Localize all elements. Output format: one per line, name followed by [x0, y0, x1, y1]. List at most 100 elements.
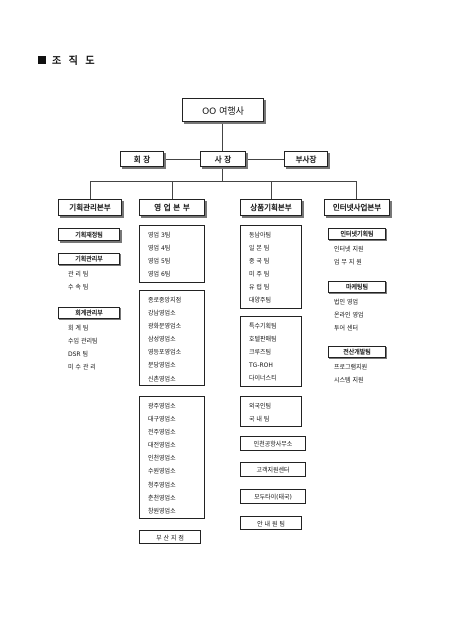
- list-item: 광주영업소: [148, 403, 176, 410]
- heading-text: 조 직 도: [52, 56, 97, 67]
- president-label: 사 장: [214, 154, 232, 164]
- customer-center-box: 고객지원센터: [240, 462, 306, 477]
- list-item: 동남아팀: [249, 232, 272, 239]
- product-regions-box: 동남아팀 일 본 팀 중 국 팀 미 주 팀 유 럽 팀 대양주팀: [240, 225, 302, 309]
- marketing-header: 마케팅팀: [328, 281, 386, 293]
- list-item: 영업 4팀: [148, 245, 171, 253]
- overseas-office-box: 모두타이(태국): [240, 489, 306, 504]
- busan-branch-label: 부 산 지 점: [156, 534, 184, 542]
- list-item: DSR 팀: [68, 351, 89, 358]
- connector: [271, 181, 272, 199]
- guide-team-box: 안 내 원 팀: [240, 516, 302, 530]
- list-item: 강남영업소: [148, 310, 176, 318]
- chairman-box: 회 장: [120, 151, 164, 167]
- list-item: 중 국 팀: [249, 258, 270, 266]
- guide-team-label: 안 내 원 팀: [257, 520, 285, 528]
- list-item: 수입 관리팀: [68, 338, 98, 345]
- connector: [172, 181, 173, 199]
- sales-teams-box: 영업 3팀 영업 4팀 영업 5팀 영업 6팀: [139, 225, 205, 283]
- list-item: 유 럽 팀: [249, 284, 270, 292]
- airport-office-box: 인천공항사무소: [240, 436, 306, 451]
- list-item: 신촌영업소: [148, 375, 176, 383]
- vice-president-label: 부사장: [295, 154, 317, 164]
- internet-strategy-group: 인터넷기획팀 인터넷 지원 업 무 지 원: [328, 228, 386, 269]
- list-item: 미 주 팀: [249, 271, 270, 279]
- list-item: 수 속 팀: [68, 284, 89, 291]
- list-item: 업 무 지 원: [334, 259, 362, 266]
- page-heading: 조 직 도: [38, 52, 97, 67]
- list-item: 광화문영업소: [148, 323, 182, 331]
- list-item: 춘천영업소: [148, 494, 176, 502]
- list-item: 영업 5팀: [148, 258, 171, 266]
- division-internet: 인터넷사업본부: [324, 199, 390, 216]
- connector: [222, 167, 223, 181]
- busan-branch-box: 부 산 지 점: [139, 530, 201, 544]
- overseas-office-label: 모두타이(태국): [254, 494, 292, 501]
- connector: [164, 159, 200, 160]
- ceo-label: OO 여행사: [202, 106, 244, 117]
- list-item: 투어 센터: [334, 325, 358, 332]
- it-dev-group: 전산개발팀 프로그램지원 시스템 지원: [328, 346, 386, 387]
- list-item: 분당영업소: [148, 362, 176, 370]
- accounting-dept-header: 회계관리부: [58, 307, 120, 319]
- accounting-dept-list: 회 계 팀 수입 관리팀 DSR 팀 미 수 관 리: [58, 319, 120, 374]
- list-item: 회 계 팀: [68, 325, 89, 332]
- internet-strategy-header: 인터넷기획팀: [328, 228, 386, 240]
- strategy-team-box: 기획재정팀: [58, 228, 120, 241]
- vice-president-box: 부사장: [284, 151, 328, 167]
- list-item: 대구영업소: [148, 416, 176, 424]
- accounting-dept-group: 회계관리부 회 계 팀 수입 관리팀 DSR 팀 미 수 관 리: [58, 307, 120, 374]
- list-item: 특수기획팀: [249, 323, 277, 330]
- list-item: 영업 6팀: [148, 271, 171, 279]
- list-item: 일 본 팀: [249, 245, 270, 253]
- division-product-label: 상품기획본부: [250, 203, 292, 212]
- planning-dept-list: 관 리 팀 수 속 팀: [58, 265, 120, 294]
- division-sales: 영 업 본 부: [139, 199, 205, 216]
- list-item: 크루즈팀: [249, 349, 272, 357]
- strategy-team-label: 기획재정팀: [75, 232, 103, 239]
- list-item: 외국인팀: [249, 403, 272, 410]
- division-planning: 기획관리본부: [58, 199, 122, 216]
- list-item: 청주영업소: [148, 481, 176, 489]
- ceo-box: OO 여행사: [182, 98, 264, 122]
- list-item: 인터넷 지원: [334, 246, 364, 253]
- list-item: TG-ROH: [249, 362, 273, 370]
- sales-regional-box: 광주영업소 대구영업소 전주영업소 대전영업소 인천영업소 수원영업소 청주영업…: [139, 396, 205, 519]
- division-product: 상품기획본부: [240, 199, 302, 216]
- airport-office-label: 인천공항사무소: [253, 441, 293, 448]
- marketing-list: 법인 영업 온라인 영업 투어 센터: [328, 293, 386, 335]
- connector: [246, 159, 284, 160]
- list-item: 호텔판매팀: [249, 336, 277, 344]
- list-item: 영업 3팀: [148, 232, 171, 239]
- list-item: 창원영업소: [148, 507, 176, 515]
- division-planning-label: 기획관리본부: [69, 203, 111, 212]
- planning-dept-header: 기획관리부: [58, 253, 120, 265]
- sales-seoul-box: 종로중앙지점 강남영업소 광화문영업소 삼성영업소 영등포영업소 분당영업소 신…: [139, 290, 205, 386]
- product-special-box: 특수기획팀 호텔판매팀 크루즈팀 TG-ROH 다이너스티: [240, 316, 302, 387]
- chairman-label: 회 장: [133, 154, 151, 164]
- list-item: 법인 영업: [334, 299, 358, 306]
- president-box: 사 장: [200, 151, 246, 167]
- list-item: 다이너스티: [249, 375, 277, 383]
- list-item: 프로그램지원: [334, 364, 368, 371]
- it-dev-header: 전산개발팀: [328, 346, 386, 358]
- it-dev-list: 프로그램지원 시스템 지원: [328, 358, 386, 387]
- square-bullet-icon: [38, 56, 46, 64]
- division-internet-label: 인터넷사업본부: [332, 203, 382, 212]
- connector: [356, 181, 357, 199]
- list-item: 수원영업소: [148, 468, 176, 476]
- list-item: 대전영업소: [148, 442, 176, 450]
- list-item: 온라인 영업: [334, 312, 364, 319]
- internet-strategy-list: 인터넷 지원 업 무 지 원: [328, 240, 386, 269]
- list-item: 전주영업소: [148, 429, 176, 437]
- list-item: 관 리 팀: [68, 271, 89, 278]
- list-item: 종로중앙지점: [148, 297, 182, 304]
- list-item: 국 내 팀: [249, 416, 270, 424]
- division-sales-label: 영 업 본 부: [154, 203, 190, 212]
- customer-center-label: 고객지원센터: [256, 467, 290, 474]
- connector: [90, 181, 91, 199]
- list-item: 삼성영업소: [148, 336, 176, 344]
- list-item: 시스템 지원: [334, 377, 364, 384]
- connector: [90, 181, 356, 182]
- list-item: 미 수 관 리: [68, 364, 96, 371]
